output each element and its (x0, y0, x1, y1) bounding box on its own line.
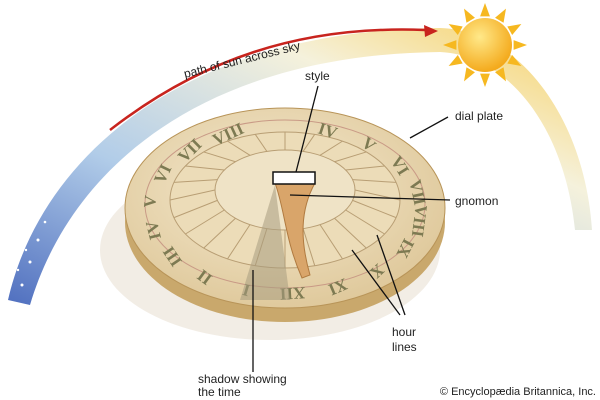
style-label: style (305, 69, 330, 83)
hour-lines-label-2: lines (392, 340, 417, 354)
hour-numeral: IV (142, 218, 165, 242)
hour-line (203, 151, 236, 163)
shadow-label: shadow showing (198, 372, 287, 386)
sun-ray (480, 3, 490, 17)
hour-line (352, 179, 397, 183)
hour-numeral: VIII (408, 204, 431, 239)
hour-line (185, 165, 225, 171)
sun-ray (513, 40, 527, 50)
arrowhead-icon (424, 25, 438, 37)
sun-direction-arrow (109, 28, 426, 131)
hour-line (334, 217, 367, 249)
hour-line (302, 134, 316, 152)
hour-line (254, 134, 268, 152)
hour-line (345, 209, 385, 235)
sun-ray (464, 8, 475, 23)
stars-icon (16, 220, 47, 287)
hour-line (185, 209, 225, 235)
shadow-label-2: the time (198, 385, 241, 399)
hour-line (173, 199, 218, 219)
hour-line (352, 199, 397, 219)
sun-ray (507, 24, 522, 35)
hour-line (173, 179, 218, 183)
leader-lines (252, 85, 451, 372)
sun-ray (448, 24, 463, 35)
hour-line (334, 151, 367, 163)
sun-ray (464, 67, 475, 82)
hour-line (319, 140, 343, 156)
hour-line (203, 217, 236, 249)
hour-line (302, 228, 316, 266)
hour-line (169, 189, 216, 201)
sun-icon (443, 3, 527, 87)
style-marker (272, 171, 316, 185)
sun-ray (495, 67, 506, 82)
copyright: © Encyclopædia Britannica, Inc. (440, 386, 596, 398)
sun-ray (495, 8, 506, 23)
hour-line (227, 140, 251, 156)
sun-ray (443, 40, 457, 50)
sun-ray (507, 55, 522, 66)
dial-plate-label: dial plate (455, 109, 503, 123)
sun-ray (480, 73, 490, 87)
hour-line (345, 165, 385, 171)
gnomon (274, 182, 316, 279)
sun-ray (448, 55, 463, 66)
hour-line (227, 224, 251, 260)
hour-line (319, 224, 343, 260)
hour-lines-label: hour (392, 325, 416, 339)
gnomon-label: gnomon (455, 194, 498, 208)
hour-numeral: V (140, 194, 160, 209)
